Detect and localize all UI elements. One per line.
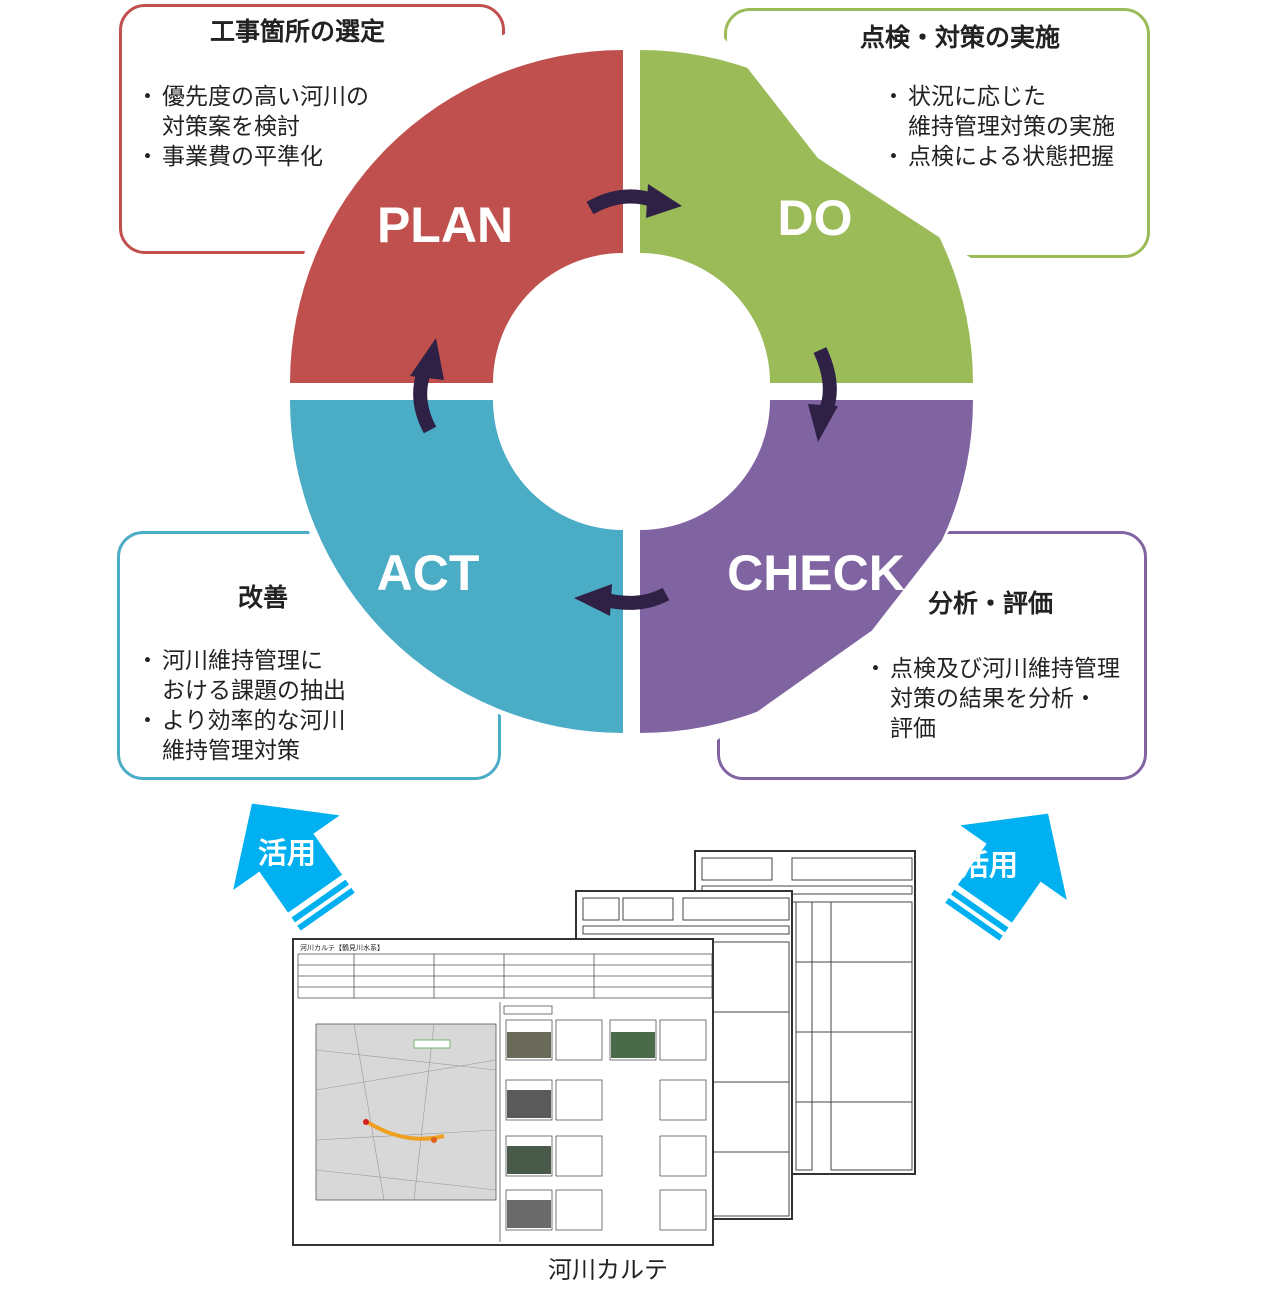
- check-to-act-arrowhead: [574, 584, 612, 616]
- plan-box-title: 工事箇所の選定: [210, 17, 386, 46]
- plan-to-do-arrowhead: [646, 184, 682, 218]
- karte-header-title: 河川カルテ【鶴見川水系】: [300, 943, 384, 952]
- do-box-title: 点検・対策の実施: [860, 23, 1061, 52]
- do-bullet-item: 点検による状態把握: [882, 142, 1115, 172]
- plan-quadrant: [290, 50, 623, 383]
- plan-bullet-item: 事業費の平準化: [136, 142, 369, 172]
- act-quadrant: [290, 400, 623, 733]
- check-to-act-arrow: [604, 587, 670, 610]
- usage-arrow-right: [945, 813, 1067, 941]
- check-box-title: 分析・評価: [928, 589, 1054, 618]
- karte-caption: 河川カルテ: [548, 1256, 668, 1284]
- usage-arrow-left: [233, 803, 355, 931]
- plan-label: PLAN: [377, 197, 513, 253]
- do-quadrant: [640, 50, 973, 383]
- act-to-plan-arrowhead: [410, 338, 444, 380]
- do-label: DO: [778, 190, 853, 246]
- act-label: ACT: [377, 545, 480, 601]
- act-box-title: 改善: [238, 583, 289, 612]
- do-to-check-arrowhead: [808, 404, 838, 442]
- plan-to-do-arrow: [586, 189, 655, 215]
- karte-front-sheet: 河川カルテ【鶴見川水系】: [292, 938, 714, 1246]
- do-bullet-list: 状況に応じた維持管理対策の実施点検による状態把握: [882, 82, 1115, 172]
- plan-bullet-list: 優先度の高い河川の対策案を検討事業費の平準化: [136, 82, 369, 172]
- check-label: CHECK: [727, 545, 905, 601]
- check-quadrant: [640, 400, 973, 733]
- usage-label-right: 活用: [960, 848, 1019, 882]
- act-bullet-list: 河川維持管理における課題の抽出より効率的な河川維持管理対策: [136, 646, 346, 766]
- usage-label-left: 活用: [258, 836, 317, 870]
- pdca-cycle-diagram: PLAN DO CHECK ACT: [290, 50, 973, 733]
